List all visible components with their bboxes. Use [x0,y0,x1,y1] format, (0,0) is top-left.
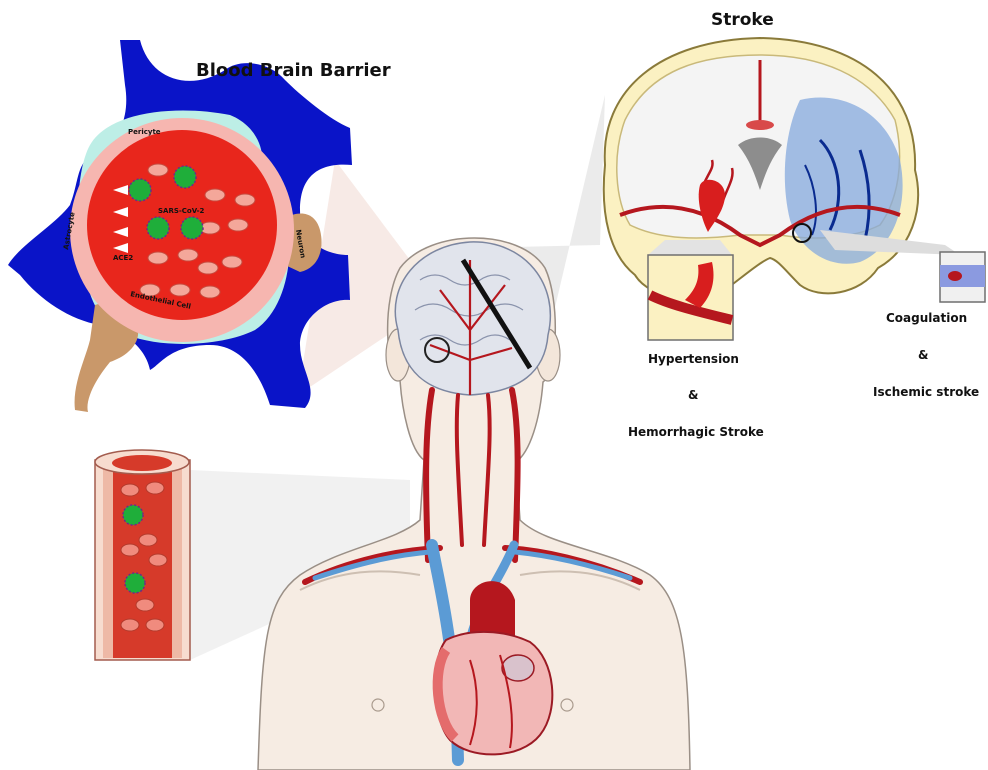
label-sars: SARS-CoV-2 [158,207,205,215]
head-brain [395,242,550,395]
bbb-diagram [8,40,352,412]
label-amp-2: & [918,348,928,362]
label-pericyte: Pericyte [128,128,161,136]
label-amp-1: & [688,388,698,402]
label-hypertension: Hypertension [648,352,739,366]
hypertension-inset [648,240,733,340]
label-ischemic-stroke: Ischemic stroke [873,385,979,399]
stroke-title: Stroke [711,10,774,30]
label-hemorrhagic-stroke: Hemorrhagic Stroke [628,425,764,439]
label-ace2: ACE2 [113,254,133,262]
label-coagulation: Coagulation [886,311,967,325]
blood-vessel-section [95,450,190,660]
bbb-title: Blood Brain Barrier [196,60,391,81]
